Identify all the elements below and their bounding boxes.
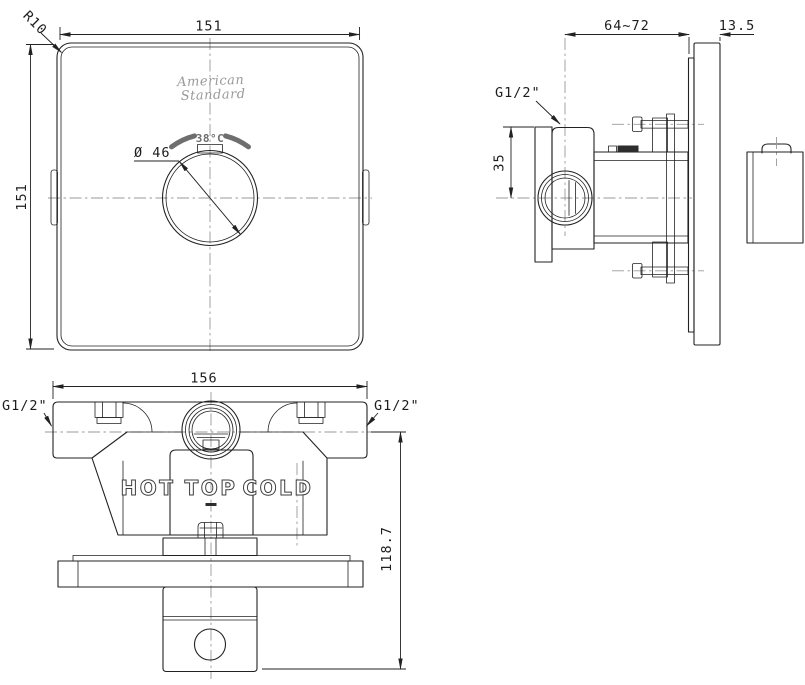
trim-plate-bottom-edge [57, 560, 364, 588]
top-outlet-ring2 [188, 407, 234, 453]
left-side-clip [50, 169, 58, 226]
handle-button-bottom [193, 628, 227, 661]
left-hex-flats [102, 401, 117, 418]
label-thread-left-group: G1/2" [2, 398, 52, 427]
body-wing-lines [122, 460, 304, 536]
dim-inlet-offset: 35 [492, 153, 508, 171]
clip-stop [608, 145, 617, 153]
side-view: 64~72 13.5 G1/2" 35 [492, 18, 804, 346]
valve-body-front [91, 431, 328, 536]
label-inlet-thread-side-group: G1/2" [495, 85, 561, 125]
right-port-boss-arc [267, 402, 298, 433]
left-port-boss-arc [122, 402, 153, 433]
handle-collar-bottom [162, 616, 258, 621]
label-top: TOP [185, 476, 238, 500]
spindle-block [162, 537, 258, 557]
temp-arc-left [169, 133, 197, 150]
inlet-housing [551, 126, 595, 250]
trim-plate-inner-edge [60, 46, 360, 347]
spindle-stem [204, 537, 217, 556]
wall-plate-edge [693, 42, 721, 346]
bottom-outlet-stub [197, 522, 224, 539]
temp-arc-right [223, 133, 251, 150]
dim-roughin-height: 118.7 [379, 526, 395, 572]
dim-corner-radius-group: R10 [19, 8, 63, 54]
left-hex-collar [96, 417, 122, 424]
brand-logo-line2: Standard [181, 87, 246, 104]
bracket-plate [666, 113, 675, 284]
trim-plate-outline [56, 42, 364, 351]
top-outlet-seat [193, 433, 229, 438]
right-hex-fitting [296, 401, 326, 418]
plate-gasket-edge [72, 555, 351, 562]
dim-front-height: 151 [14, 183, 30, 210]
handle-bottom-view [162, 586, 258, 673]
right-side-clip [362, 169, 370, 226]
temperature-knob-inner [165, 153, 255, 243]
temp-38c-label: 38°C [196, 132, 225, 145]
inlet-crossbar [52, 401, 368, 459]
index-mark [205, 503, 217, 506]
label-thread-left: G1/2" [2, 398, 48, 414]
label-thread-right-group: G1/2" [365, 398, 420, 427]
inlet-port-chords [568, 180, 576, 216]
label-thread-right: G1/2" [374, 398, 420, 414]
roughin-view: HOT TOP COLD 156 G1/2" G1/2" [2, 371, 420, 679]
valve-body [593, 151, 689, 244]
handle-side [746, 151, 804, 244]
front-trim-view: American Standard 38°C Ø 46 151 151 [14, 8, 372, 352]
bracket-arm-top [652, 117, 668, 153]
top-outlet-port [181, 400, 241, 460]
dim-depth-range-group: 64~72 [564, 18, 690, 54]
bottom-screw-head [632, 263, 643, 279]
left-hex-fitting [94, 401, 124, 418]
dim-front-height-group: 151 [14, 43, 54, 350]
dim-depth-range: 64~72 [604, 18, 650, 34]
top-outlet-key [202, 439, 220, 450]
escutcheon-edge [687, 57, 695, 333]
label-inlet-thread-side: G1/2" [495, 85, 541, 101]
dim-front-width-group: 151 [59, 19, 361, 40]
trim-plate-edge-lines [77, 560, 349, 588]
temperature-knob [161, 149, 259, 247]
inlet-port-bore [544, 177, 586, 219]
dim-knob-diameter-group: Ø 46 [134, 145, 242, 236]
dim-plate-thickness-group: 13.5 [678, 18, 756, 41]
dim-inlet-offset-group: 35 [492, 126, 534, 199]
retaining-clip [617, 145, 639, 152]
cartridge-panel [169, 449, 254, 536]
brand-logo-line1: American [176, 73, 245, 90]
mounting-flange [534, 126, 553, 263]
label-cold: COLD [242, 476, 313, 500]
top-outlet-ring1 [185, 404, 237, 456]
bottom-outlet-detail [199, 522, 223, 539]
dim-corner-radius: R10 [19, 8, 50, 39]
dim-roughin-width-group: 156 [52, 371, 368, 399]
inlet-port [537, 170, 593, 226]
knob-index-tab [197, 144, 223, 154]
dim-roughin-height-group: 118.7 [262, 431, 406, 670]
label-hot: HOT [121, 476, 176, 500]
top-screw-head [632, 116, 643, 132]
inlet-port-ring [541, 174, 589, 222]
bracket-arm-bottom [652, 241, 668, 278]
dim-knob-diameter: Ø 46 [134, 145, 171, 161]
right-hex-collar [298, 417, 324, 424]
dim-plate-thickness: 13.5 [719, 18, 756, 34]
valve-body-steps [593, 160, 689, 237]
dim-roughin-width: 156 [190, 371, 217, 387]
dim-front-width: 151 [195, 19, 222, 35]
brand-logo: American Standard [176, 73, 246, 104]
right-hex-flats [304, 401, 319, 418]
